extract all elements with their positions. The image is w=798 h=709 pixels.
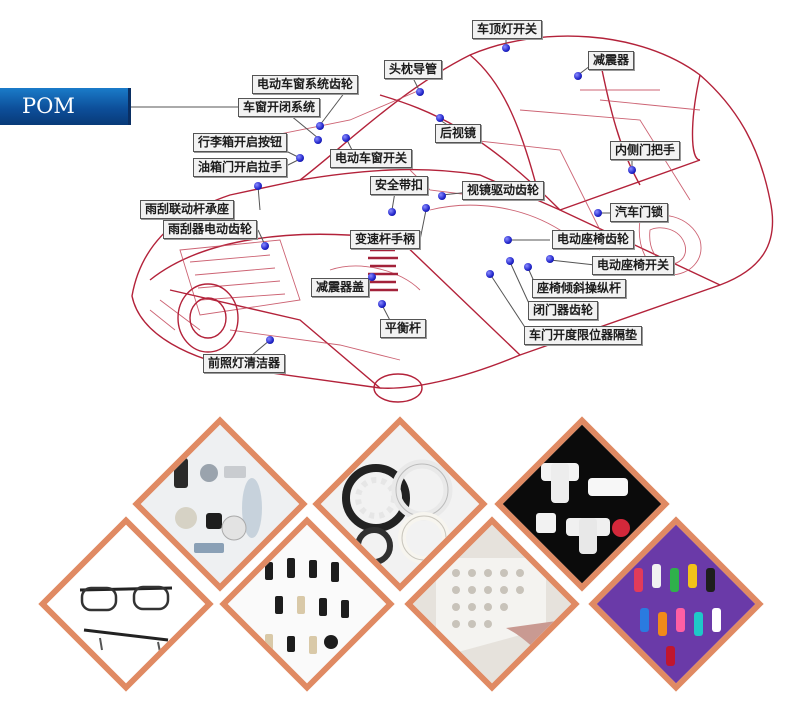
label-window-close-system: 车窗开闭系统 [238,98,321,117]
label-roof-light-switch: 车顶灯开关 [472,20,543,39]
callout-dot [368,273,376,281]
label-power-sunroof-gear: 电动车窗系统齿轮 [252,75,359,94]
callout-dot [316,122,324,130]
label-gear-shift-handle: 变速杆手柄 [350,230,421,249]
label-door-closer-gear: 闭门器齿轮 [528,301,599,320]
callout-dot [416,88,424,96]
callout-dot [436,114,444,122]
label-headlight-cleaner: 前照灯清洁器 [203,354,286,373]
callout-dot [388,208,396,216]
label-rearview-mirror: 后视镜 [435,124,482,143]
callout-dot [438,192,446,200]
callout-dot [296,154,304,162]
label-mirror-drive-gear: 视镜驱动齿轮 [462,181,545,200]
label-car-door-lock: 汽车门锁 [610,203,669,222]
label-balance-bar: 平衡杆 [380,319,427,338]
callout-dot [486,270,494,278]
pom-banner-text: POM [22,94,75,118]
label-wiper-motor-gear: 雨刮器电动齿轮 [163,220,258,239]
callout-dot [524,263,532,271]
label-fuel-door-handle: 油箱门开启拉手 [193,158,288,177]
label-power-seat-gear: 电动座椅齿轮 [552,230,635,249]
callout-dot [628,166,636,174]
callout-dot [502,44,510,52]
callout-dot [506,257,514,265]
callout-dot [422,204,430,212]
label-wiper-linkage-bearing: 雨刮联动杆承座 [140,200,235,219]
callout-dot [594,209,602,217]
label-shock-absorber-rear: 减震器 [588,51,635,70]
callout-dot [504,236,512,244]
label-seat-tilt-lever: 座椅倾斜操纵杆 [532,279,627,298]
label-trunk-open-button: 行李箱开启按钮 [193,133,288,152]
label-door-limiter-pad: 车门开度限位器隔垫 [524,326,643,345]
callout-dot [342,134,350,142]
callout-dot [314,136,322,144]
label-power-seat-switch: 电动座椅开关 [592,256,675,275]
label-shock-absorber-cover: 减震器盖 [311,278,370,297]
callout-dot [266,336,274,344]
label-power-window-switch: 电动车窗开关 [330,149,413,168]
callout-dot [574,72,582,80]
label-headrest-tube: 头枕导管 [384,60,443,79]
label-seat-belt-buckle: 安全带扣 [370,176,429,195]
car-wireframe-illustration [130,35,774,403]
label-inner-door-handle: 内侧门把手 [610,141,681,160]
callout-dot [254,182,262,190]
callout-dot [546,255,554,263]
pom-banner: POM [0,88,131,125]
callout-dot [378,300,386,308]
callout-dot [261,242,269,250]
